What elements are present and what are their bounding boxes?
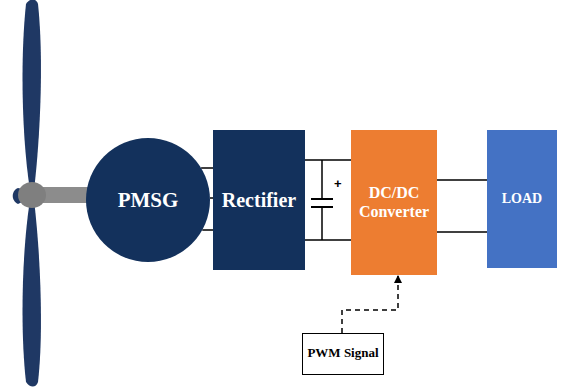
node-label: DC/DC Converter — [355, 184, 433, 221]
power-wire — [437, 231, 487, 233]
capacitor-lead — [321, 160, 323, 199]
shaft — [40, 187, 90, 203]
power-wire — [202, 229, 213, 231]
capacitor-lead — [321, 207, 323, 240]
polarity-mark: + — [334, 176, 342, 191]
control-signal-arrow — [342, 275, 398, 333]
node-label: Rectifier — [222, 189, 296, 212]
turbine-hub — [18, 182, 46, 208]
generator-circle: PMSG — [86, 138, 210, 262]
signal-box: PWM Signal — [302, 333, 384, 375]
power-wire — [437, 179, 487, 181]
turbine-blade — [23, 0, 41, 190]
node-label: PMSG — [118, 188, 179, 212]
power-wire — [305, 239, 351, 241]
power-wire — [201, 167, 213, 169]
converter-box: DC/DC Converter — [351, 130, 437, 275]
node-label: LOAD — [502, 191, 542, 207]
power-wire — [305, 159, 351, 161]
capacitor-plate — [311, 198, 333, 200]
load-box: LOAD — [487, 130, 557, 268]
rectifier-box: Rectifier — [213, 130, 305, 270]
node-label: PWM Signal — [307, 346, 378, 361]
turbine-blade — [23, 200, 41, 387]
